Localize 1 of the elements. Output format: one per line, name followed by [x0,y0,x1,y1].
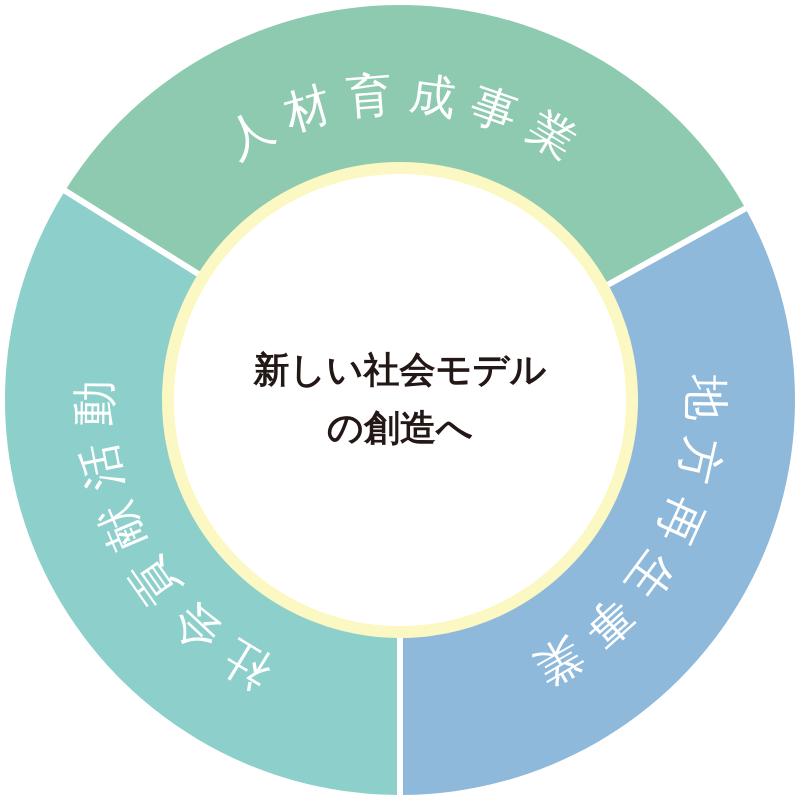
segment-label: 人材育成事業 [216,66,598,177]
